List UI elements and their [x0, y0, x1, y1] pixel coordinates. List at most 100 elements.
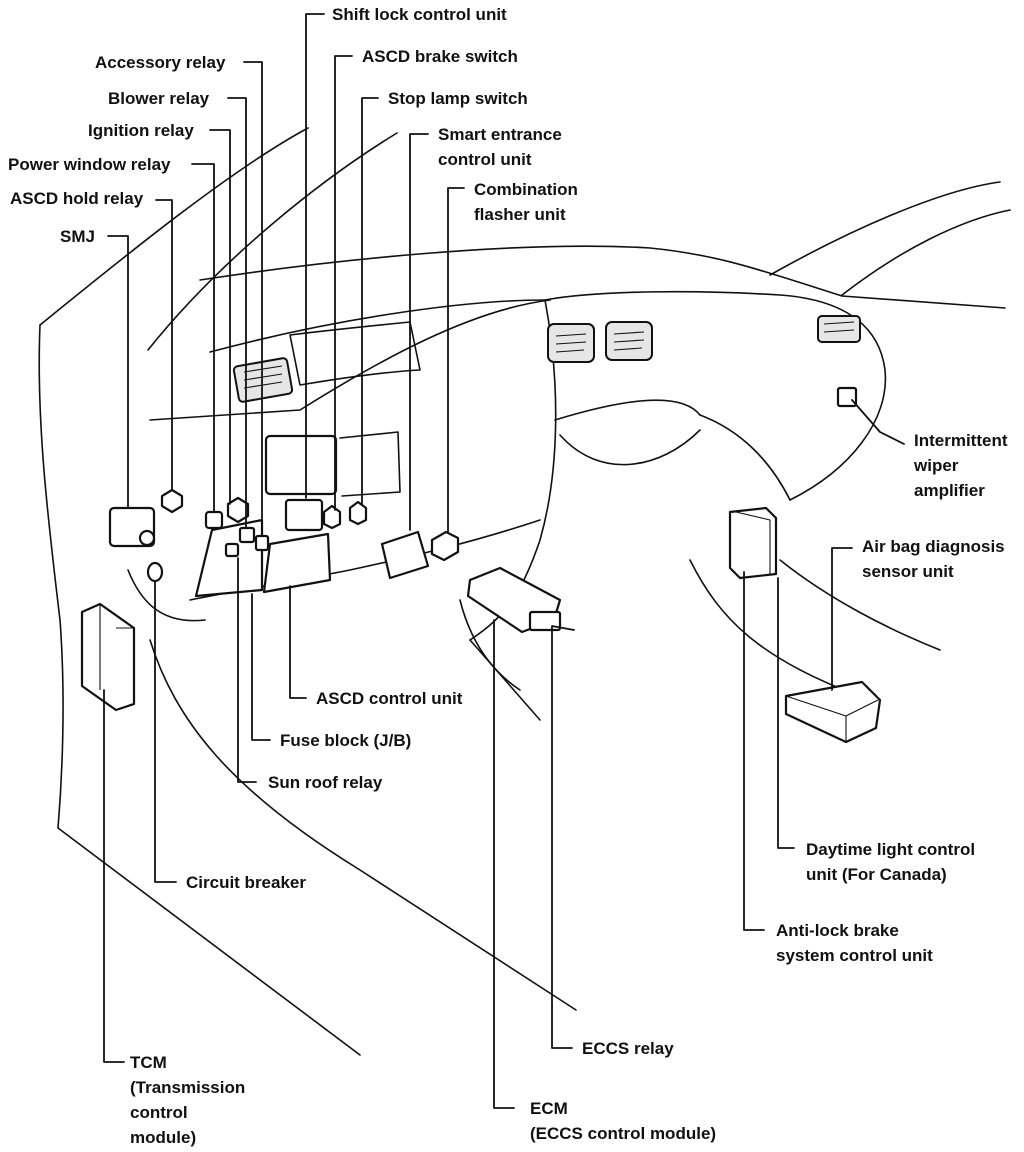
label-text: wiper — [914, 456, 959, 475]
leader-accessory — [243, 61, 263, 537]
label-text: Daytime light control — [806, 840, 976, 859]
dash-lower-left — [127, 569, 206, 622]
leader-eccs-relay — [551, 625, 575, 1049]
label-text: Sun roof relay — [268, 773, 383, 792]
abs-control-part — [728, 506, 778, 580]
label-ignition-relay: Ignition relay — [88, 118, 194, 143]
label-eccs-relay: ECCS relay — [582, 1036, 674, 1061]
label-ascd-hold-relay: ASCD hold relay — [10, 186, 143, 211]
label-accessory-relay: Accessory relay — [95, 50, 225, 75]
leader-shift-lock — [305, 13, 325, 499]
right-vent — [817, 315, 861, 343]
label-text: module) — [130, 1128, 197, 1147]
leader-combination-flasher — [447, 187, 465, 533]
label-text: (ECCS control module) — [530, 1124, 717, 1143]
label-text: flasher unit — [474, 205, 566, 224]
dash-right-lower — [699, 414, 791, 501]
label-text: Stop lamp switch — [388, 89, 528, 108]
door-bottom-line — [57, 827, 361, 1056]
ascd-control-unit-part — [262, 532, 332, 594]
label-text: Circuit breaker — [186, 873, 306, 892]
wiper-amp-part — [836, 386, 858, 408]
dash-glovebox-top — [554, 399, 701, 421]
label-text: system control unit — [776, 946, 933, 965]
leader-wiper-amp — [851, 399, 905, 445]
abs-edge — [735, 511, 771, 574]
dash-glovebox-bottom — [559, 429, 701, 466]
combination-flasher-part — [430, 530, 460, 562]
leader-airbag — [831, 547, 853, 691]
label-text: TCM — [130, 1053, 167, 1072]
label-ascd-brake-switch: ASCD brake switch — [362, 44, 518, 69]
leader-ascd-brake — [334, 55, 353, 511]
sunroof-relay-part — [224, 542, 240, 558]
smart-entrance-part — [380, 530, 430, 580]
label-ascd-control-unit: ASCD control unit — [316, 686, 462, 711]
leader-ecm — [493, 619, 515, 1109]
leader-ascd-control — [289, 585, 307, 699]
label-text: Ignition relay — [88, 121, 194, 140]
cluster-hood — [289, 321, 421, 386]
left-vent-slats — [243, 365, 283, 389]
label-text: Intermittent — [914, 431, 1008, 450]
label-tcm: TCM (Transmission control module) — [130, 1050, 245, 1150]
label-text: Accessory relay — [95, 53, 226, 72]
leader-circuit-breaker — [154, 581, 177, 883]
label-fuse-block: Fuse block (J/B) — [280, 728, 411, 753]
label-text: ECM — [530, 1099, 568, 1118]
cluster-panel — [264, 434, 338, 496]
tcm-edge — [99, 604, 134, 690]
label-text: unit (For Canada) — [806, 865, 947, 884]
leader-sunroof — [237, 557, 257, 783]
accessory-relay-part — [254, 534, 270, 552]
label-text: Blower relay — [108, 89, 210, 108]
label-text: ASCD hold relay — [10, 189, 144, 208]
label-text: (Transmission — [130, 1078, 246, 1097]
door-panel-outline — [38, 324, 64, 829]
label-text: Air bag diagnosis — [862, 537, 1005, 556]
label-text: control unit — [438, 150, 532, 169]
label-text: Power window relay — [8, 155, 171, 174]
windshield-inner-line — [147, 132, 398, 351]
label-air-bag-diagnosis-sensor-unit: Air bag diagnosis sensor unit — [862, 534, 1005, 584]
label-stop-lamp-switch: Stop lamp switch — [388, 86, 528, 111]
label-shift-lock-control-unit: Shift lock control unit — [332, 2, 507, 27]
ignition-relay-part — [226, 496, 250, 524]
steering-column-area — [339, 431, 401, 497]
label-text: control — [130, 1103, 188, 1122]
floor-line-right — [689, 559, 871, 701]
stop-lamp-switch-part — [348, 500, 368, 526]
leader-tcm — [103, 689, 125, 1063]
label-text: Smart entrance — [438, 125, 562, 144]
left-vent — [232, 357, 294, 403]
label-ecm: ECM (ECCS control module) — [530, 1096, 716, 1146]
label-text: ASCD brake switch — [362, 47, 518, 66]
center-vent-left-slats — [555, 333, 587, 353]
leader-stop-lamp — [361, 97, 379, 505]
label-circuit-breaker: Circuit breaker — [186, 870, 306, 895]
label-text: Shift lock control unit — [332, 5, 507, 24]
label-text: Fuse block (J/B) — [280, 731, 412, 750]
label-text: ECCS relay — [582, 1039, 674, 1058]
leader-fuse-block — [251, 593, 271, 741]
floor-line-right-2 — [779, 559, 941, 651]
leader-power-window — [191, 163, 215, 513]
windshield-right-line-2 — [841, 209, 1011, 296]
airbag-edge — [785, 695, 879, 742]
power-window-relay-part — [204, 510, 224, 530]
blower-relay-part — [238, 526, 256, 544]
dash-top-line — [199, 245, 843, 297]
label-smart-entrance-control-unit: Smart entrance control unit — [438, 122, 562, 172]
console-floor — [469, 639, 541, 721]
leader-ignition — [209, 129, 231, 505]
leader-daytime — [777, 577, 795, 849]
label-text: sensor unit — [862, 562, 954, 581]
shift-lock-part — [284, 498, 324, 532]
ascd-brake-switch-part — [322, 504, 342, 530]
ascd-hold-relay-part — [160, 488, 184, 514]
label-power-window-relay: Power window relay — [8, 152, 171, 177]
label-sun-roof-relay: Sun roof relay — [268, 770, 382, 795]
